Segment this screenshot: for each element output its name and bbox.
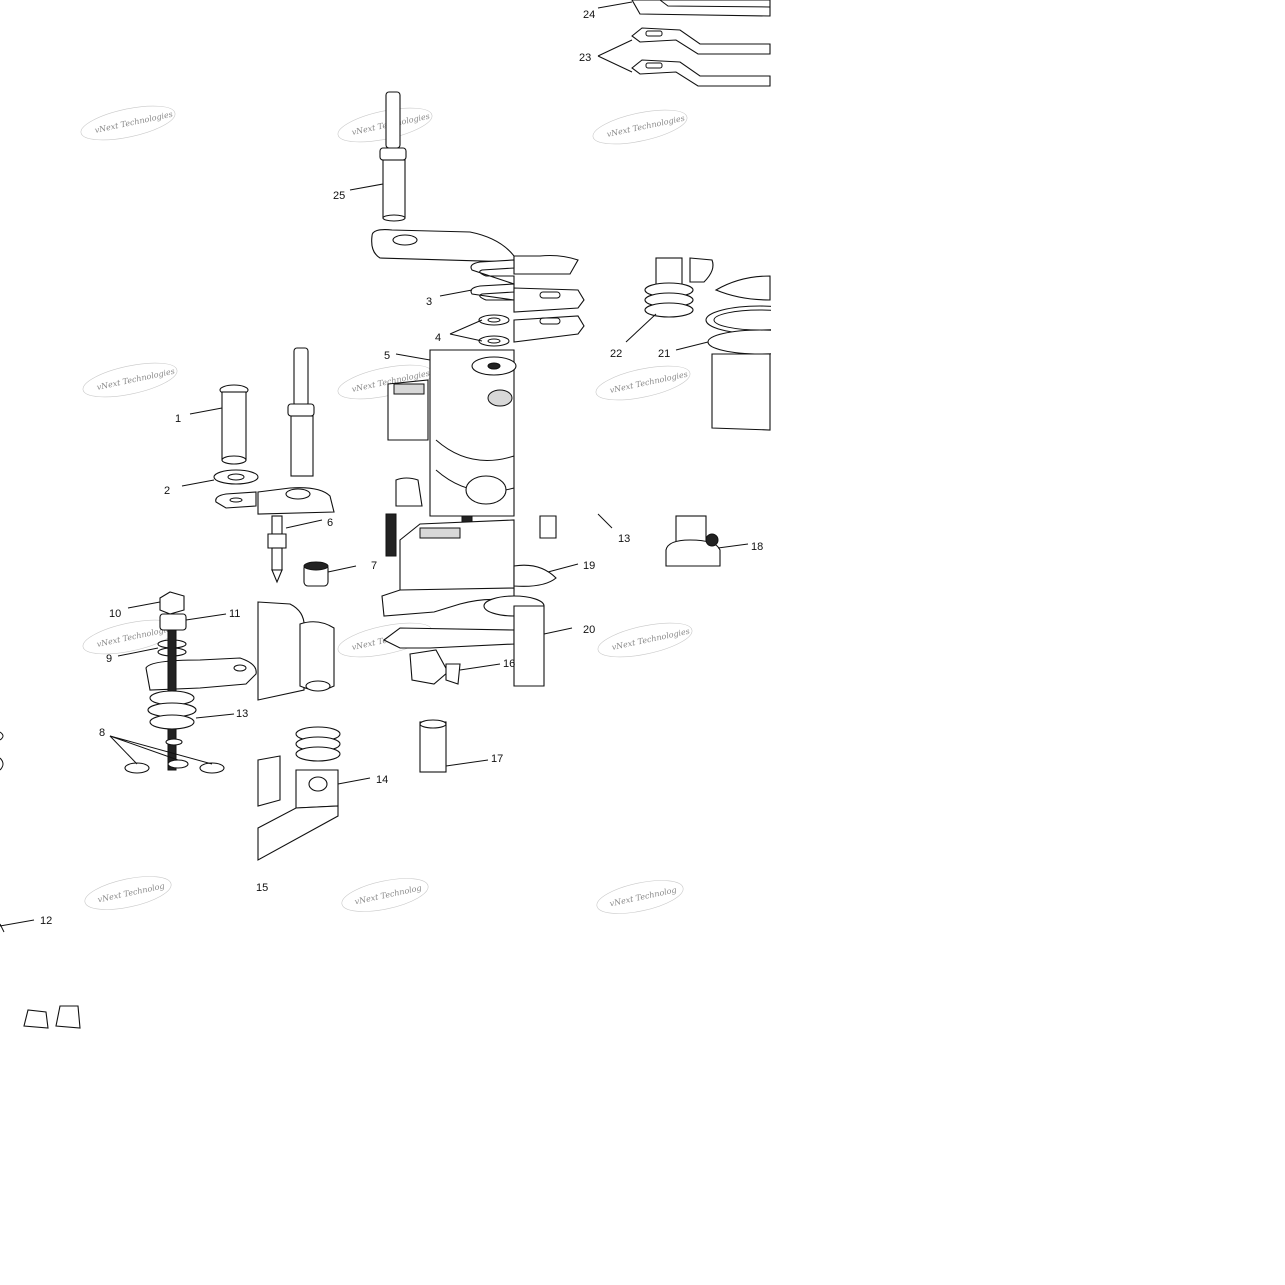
callout-7: 7 [371,560,377,572]
callout-21: 21 [658,348,670,360]
callout-5: 5 [384,350,390,362]
callout-14: 14 [376,774,388,786]
part-25-pin [379,91,407,222]
caliper-body [381,519,515,617]
callout-10: 10 [109,608,121,620]
watermark-10: vNext Technolog [84,876,172,910]
watermark-text: vNext Technologies [94,110,174,135]
callout-13-right: 13 [618,533,630,545]
callout-6: 6 [327,517,333,529]
callout-12: 12 [40,915,52,927]
part-2-washer [213,469,259,509]
watermark-text: vNext Technologies [96,367,176,392]
cap [395,477,423,507]
part-16-bracket [382,627,515,685]
part-13-bellows [147,690,197,746]
part-22-bellows [644,257,714,318]
watermark-text: vNext Technolog [354,883,422,906]
callout-18: 18 [751,541,763,553]
callout-24: 24 [583,9,595,21]
part-6-valve [267,515,287,584]
part-3-spring-clip [470,259,585,343]
part-19-ring [513,564,557,587]
watermark-3: vNext Technologies [592,109,688,145]
part-20-piston [483,595,545,687]
part-13-sleeve [539,515,557,539]
part-5-housing [387,349,517,517]
part-14-bellows [257,726,341,861]
callout-2: 2 [164,485,170,497]
callout-25: 25 [333,190,345,202]
lower-left-arm [257,487,335,515]
part-10-bolt-head [159,591,185,615]
part-4-washers [478,314,510,347]
callout-20: 20 [583,624,595,636]
watermark-11: vNext Technolog [341,878,429,912]
part-8-screws [124,759,225,774]
bottom-fragment [0,923,81,1029]
callout-3: 3 [426,296,432,308]
upper-arm [371,229,579,275]
left-edge-fragment [0,731,4,771]
part-23-plates [631,27,771,87]
second-pin [287,347,315,477]
callout-13-left: 13 [236,708,248,720]
watermark-text: vNext Technolog [97,881,165,904]
callout-15: 15 [256,882,268,894]
watermark-9: vNext Technologies [597,622,693,658]
lever-arm [145,657,257,691]
callout-8: 8 [99,727,105,739]
watermark-6: vNext Technologies [595,365,691,401]
watermark-4: vNext Technologies [82,362,178,398]
watermark-group: vNext Technologies vNext Technologies vN… [80,105,693,914]
part-18-yoke [665,515,721,567]
callout-4: 4 [435,332,441,344]
callout-labels: 24 23 25 3 4 5 22 21 1 2 6 7 13 18 19 10… [40,9,763,927]
watermark-2: vNext Technologies [337,107,433,143]
part-11-nut [159,613,187,631]
callout-9: 9 [106,653,112,665]
part-1-pin [219,384,249,465]
watermark-12: vNext Technolog [596,880,684,914]
part-17-rod [419,719,447,773]
leader-lines [0,1,749,927]
watermark-text: vNext Technologies [611,627,691,652]
callout-16: 16 [503,658,515,670]
callout-22: 22 [610,348,622,360]
watermark-1: vNext Technologies [80,105,176,141]
watermark-text: vNext Technolog [609,885,677,908]
part-24-bracket [631,0,771,17]
callout-17: 17 [491,753,503,765]
callout-11: 11 [229,608,240,620]
watermark-text: vNext Technologies [606,114,686,139]
callout-19: 19 [583,560,595,572]
callout-1: 1 [175,413,181,425]
tile-gutters [771,0,1285,1285]
part-7-nut [303,561,329,587]
lower-housing [257,601,335,701]
callout-23: 23 [579,52,591,64]
watermark-text: vNext Technologies [609,370,689,395]
